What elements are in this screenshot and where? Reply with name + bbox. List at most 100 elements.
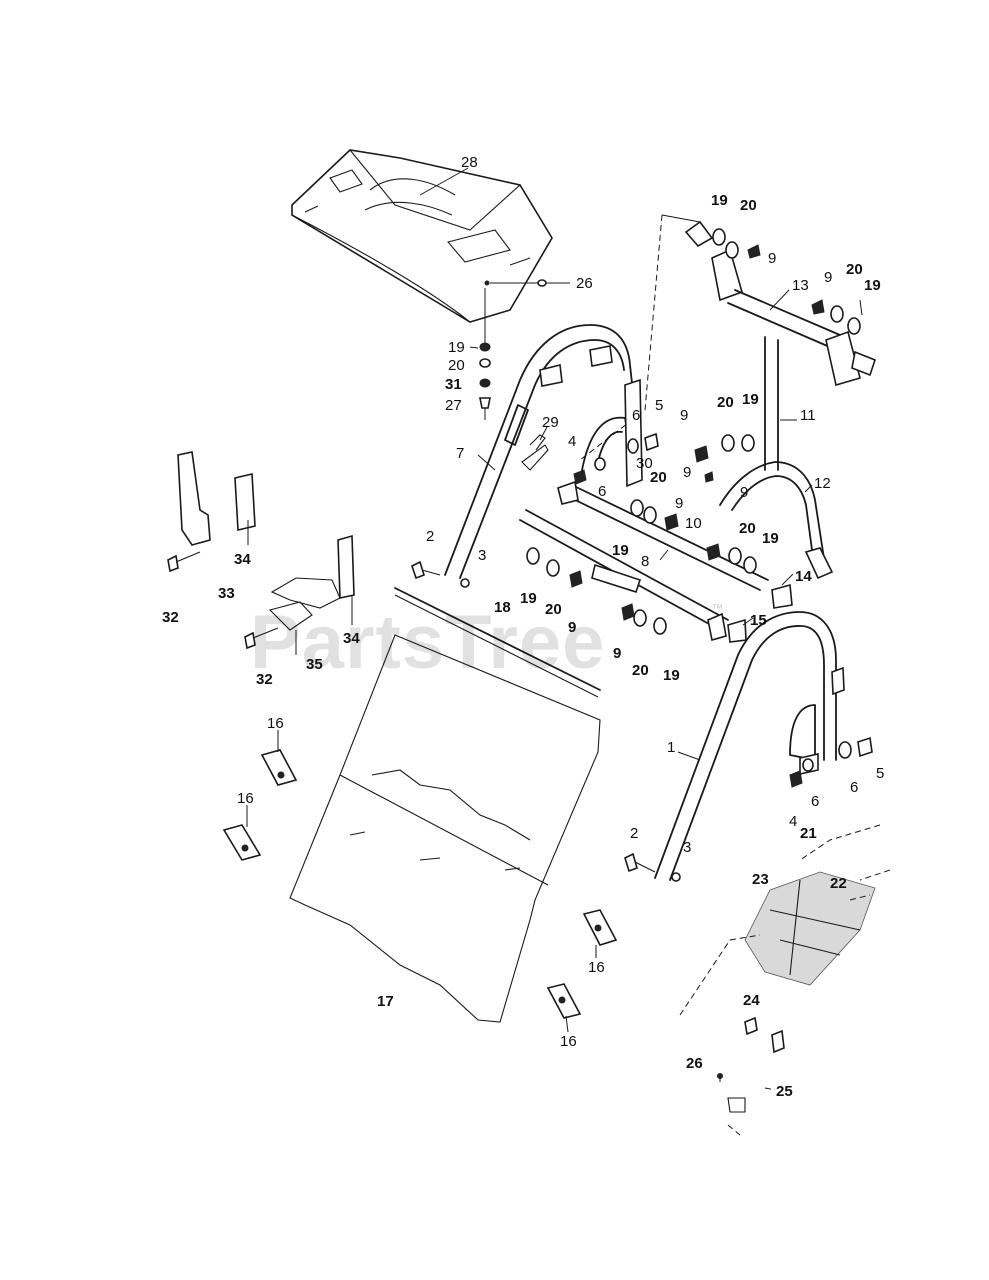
label-4: 4	[568, 433, 576, 450]
label-9: 9	[683, 464, 691, 481]
label-6: 6	[811, 793, 819, 810]
part-16-clip-c[interactable]	[582, 909, 618, 946]
label-19: 19	[742, 391, 759, 408]
label-11: 11	[800, 407, 816, 424]
label-19: 19	[612, 542, 629, 559]
part-7-rear-frame[interactable]	[444, 324, 636, 579]
label-20: 20	[740, 197, 757, 214]
label-19: 19	[663, 667, 680, 684]
label-4: 4	[789, 813, 797, 830]
label-9: 9	[613, 645, 621, 662]
part-34-35-lower-bracket[interactable]	[268, 534, 355, 631]
label-13: 13	[792, 277, 809, 294]
label-leaders	[246, 167, 863, 1082]
label-15: 15	[750, 612, 767, 629]
label-6: 6	[850, 779, 858, 796]
label-9: 9	[675, 495, 683, 512]
label-5: 5	[876, 765, 884, 782]
label-23: 23	[752, 871, 769, 888]
label-20: 20	[650, 469, 667, 486]
label-28: 28	[461, 154, 478, 171]
part-18-seal-strip[interactable]	[394, 587, 601, 698]
label-21: 21	[800, 825, 817, 842]
label-34: 34	[234, 551, 251, 568]
label-19: 19	[711, 192, 728, 209]
label-2: 2	[426, 528, 434, 545]
label-3: 3	[683, 839, 691, 856]
label-19: 19	[762, 530, 779, 547]
label-29: 29	[542, 414, 559, 431]
part-34-upper-bracket[interactable]	[177, 451, 256, 546]
part-13-top-hardware[interactable]	[712, 228, 861, 335]
callout-labels: 28 26 19 20 31 27 19 20 9 13 9 20 19 29 …	[162, 154, 884, 1100]
label-20: 20	[846, 261, 863, 278]
front-frame-hardware[interactable]	[789, 736, 873, 788]
part-16-clip-a[interactable]	[260, 749, 298, 786]
part-32-screws[interactable]	[167, 551, 279, 650]
label-17: 17	[377, 993, 394, 1010]
label-26: 26	[686, 1055, 703, 1072]
roof-hardware-stack[interactable]	[479, 288, 491, 420]
label-18: 18	[494, 599, 511, 616]
label-20: 20	[739, 520, 756, 537]
label-24: 24	[743, 992, 760, 1009]
part-25-26-fasteners[interactable]	[717, 1073, 776, 1136]
label-14: 14	[795, 568, 812, 585]
watermark-trademark: ™	[712, 603, 723, 615]
label-34: 34	[343, 630, 360, 647]
label-19: 19	[864, 277, 881, 294]
label-12: 12	[814, 475, 831, 492]
part-28-roof-cover[interactable]	[291, 149, 553, 323]
label-32: 32	[256, 671, 273, 688]
label-27: 27	[445, 397, 462, 414]
label-2: 2	[630, 825, 638, 842]
label-9: 9	[568, 619, 576, 636]
label-19: 19	[448, 339, 465, 356]
label-19: 19	[520, 590, 537, 607]
part-11-vertical-bar[interactable]	[764, 336, 779, 471]
label-22: 22	[830, 875, 847, 892]
part-8-crossbar[interactable]	[519, 509, 729, 642]
label-9: 9	[680, 407, 688, 424]
mid-hardware[interactable]	[526, 432, 757, 635]
part-10-crossbar[interactable]	[557, 480, 769, 591]
label-1: 1	[667, 739, 675, 756]
part-16-clip-b[interactable]	[222, 824, 262, 861]
label-9: 9	[768, 250, 776, 267]
part-26-screw-top[interactable]	[484, 279, 570, 287]
part-24-rod[interactable]	[679, 934, 785, 1054]
label-31: 31	[445, 376, 462, 393]
label-7: 7	[456, 445, 464, 462]
assembly-guide-line	[579, 214, 663, 461]
label-20: 20	[632, 662, 649, 679]
label-32: 32	[162, 609, 179, 626]
side-bracket-handle[interactable]	[581, 378, 643, 488]
label-25: 25	[776, 1083, 793, 1100]
label-6: 6	[632, 407, 640, 424]
part-29-bracket[interactable]	[521, 434, 549, 471]
label-9: 9	[824, 269, 832, 286]
label-6: 6	[598, 483, 606, 500]
label-5: 5	[655, 397, 663, 414]
label-20: 20	[717, 394, 734, 411]
label-16: 16	[237, 790, 254, 807]
part-21-22-straps[interactable]	[799, 824, 891, 901]
label-9: 9	[740, 484, 748, 501]
label-20: 20	[448, 357, 465, 374]
label-16: 16	[560, 1033, 577, 1050]
label-35: 35	[306, 656, 323, 673]
part-13-upper-crossbar[interactable]	[661, 214, 876, 387]
label-16: 16	[588, 959, 605, 976]
label-10: 10	[685, 515, 702, 532]
label-3: 3	[478, 547, 486, 564]
label-33: 33	[218, 585, 235, 602]
part-2-3-bolts[interactable]	[411, 560, 681, 882]
label-16: 16	[267, 715, 284, 732]
label-30: 30	[636, 455, 653, 472]
label-20: 20	[545, 601, 562, 618]
label-8: 8	[641, 553, 649, 570]
part-23-mesh-net[interactable]	[744, 871, 876, 986]
part-17-windshield[interactable]	[289, 634, 601, 1023]
part-16-clip-d[interactable]	[546, 983, 582, 1019]
